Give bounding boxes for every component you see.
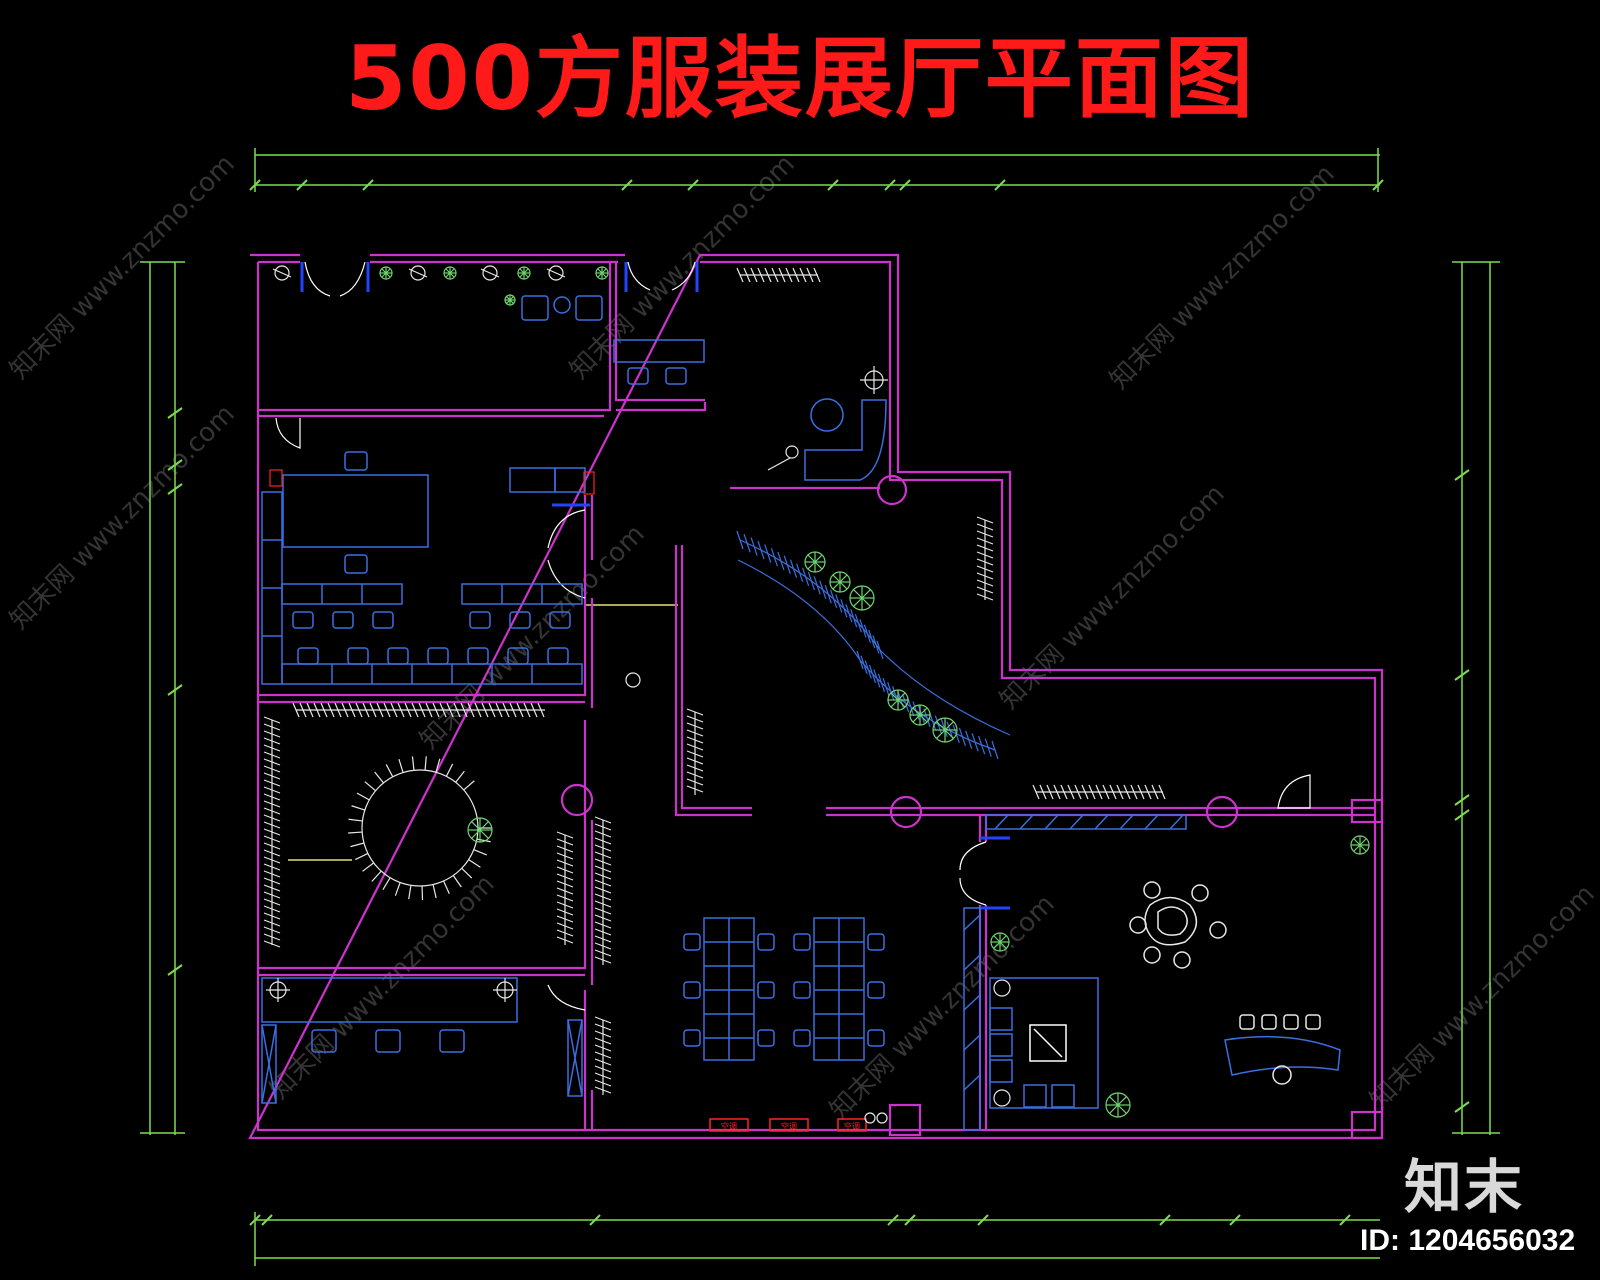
walls [248,253,1384,1140]
clothing-rack [594,1016,612,1095]
plant-icon [1350,835,1370,855]
workstation-chair [757,933,775,951]
workstation-chair [867,933,885,951]
dimension-lines [140,148,1500,1266]
fixtures [266,265,1011,1124]
plants [379,266,1370,1118]
plant-icon [467,817,493,843]
office-chair [297,647,319,665]
workstation-cluster [793,917,885,1061]
workstation-chair [683,981,701,999]
workstation-chair [793,1029,811,1047]
furniture [261,295,1341,1131]
workstation-chair [867,1029,885,1047]
office-chair [549,611,571,629]
plant-icon [504,294,516,306]
workstation-chair [867,981,885,999]
clothing-rack [976,516,994,601]
chair-icon [408,265,428,281]
office-chair [332,611,354,629]
socket-labels: 空调 空调 空调 [709,1118,867,1132]
clothing-rack [263,716,281,948]
office-chair [509,611,531,629]
plant-icon [379,266,393,280]
workstations [683,917,885,1061]
socket-box [769,1118,809,1132]
socket-label: 空调 [781,1121,797,1131]
brand-logo: 知末 [1404,1153,1525,1221]
circular-rack [348,756,492,900]
page-title: 500方服装展厅平面图 [345,27,1255,130]
plant-icon [829,571,851,593]
office-chair [387,647,409,665]
workstation-chair [793,933,811,951]
office-chair [372,611,394,629]
chair-icon [272,265,292,281]
workstation-chair [793,981,811,999]
office-chairs [292,611,571,665]
workstation-chair [683,1029,701,1047]
clothing-racks [263,267,1166,1095]
plant-icon [849,585,875,611]
clothing-rack [292,702,545,718]
plant-icon [443,266,457,280]
socket-label: 空调 [721,1121,737,1131]
cabinet-hatches [994,814,1184,830]
clothing-rack [736,267,821,283]
chair-icon [546,265,566,281]
clothing-rack [736,530,1011,760]
plant-icon [932,717,958,743]
plant-icon [909,704,931,726]
office-chair [469,611,491,629]
image-id-label: ID: 1204656032 [1360,1224,1576,1257]
plant-icon [887,689,909,711]
office-chair [507,647,529,665]
socket-label: 空调 [844,1121,860,1131]
clothing-rack [556,831,574,945]
plant-icon [990,932,1010,952]
office-chair [427,647,449,665]
office-chair [467,647,489,665]
clothing-rack [686,708,704,795]
plant-icon [1105,1092,1131,1118]
socket-box [837,1118,867,1132]
workstation-chair [757,1029,775,1047]
workstation-chair [757,981,775,999]
chair-icon [480,265,500,281]
socket-box [709,1118,749,1132]
plant-icon [517,266,531,280]
clothing-rack [594,816,612,965]
plant-icon [804,551,826,573]
clothing-rack [1032,784,1166,800]
door-jambs [300,262,1010,910]
office-chair [347,647,369,665]
plant-icon [595,266,609,280]
office-chair [292,611,314,629]
office-chair [547,647,569,665]
workstation-chair [683,933,701,951]
workstation-cluster [683,917,775,1061]
